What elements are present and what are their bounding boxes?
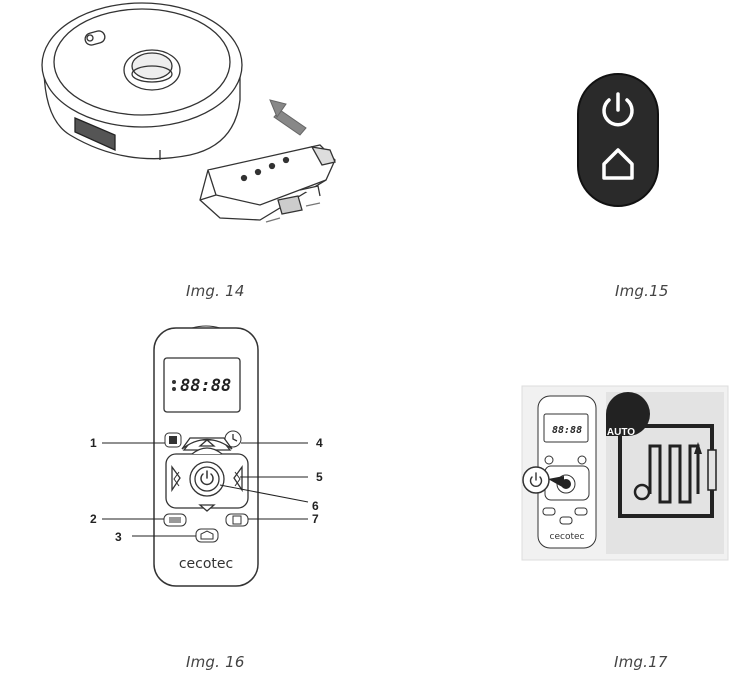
img15-button-panel <box>577 73 659 207</box>
img16-lcd-display: 88:88 <box>180 376 231 396</box>
power-icon <box>200 470 214 486</box>
img14-robot-dustbin-illustration <box>41 2 336 223</box>
clock-icon <box>232 434 238 442</box>
insert-arrow <box>269 99 307 136</box>
home-icon <box>602 148 634 180</box>
auto-badge: AUTO <box>607 427 635 438</box>
power-icon <box>529 472 543 487</box>
img15-caption: Img.15 <box>615 282 669 300</box>
img17-lcd-display: 88:88 <box>552 425 582 436</box>
callout-4: 4 <box>316 436 323 450</box>
power-icon <box>602 92 634 127</box>
callout-1: 1 <box>90 436 97 450</box>
home-icon <box>200 530 214 540</box>
callout-3: 3 <box>115 530 122 544</box>
img16-remote-control: 88:88 cecotec 1 4 5 6 2 <box>90 325 323 587</box>
callout-6: 6 <box>312 499 319 513</box>
img17-brand-logo: cecotec <box>550 532 585 542</box>
callout-7: 7 <box>312 512 319 526</box>
img17-caption: Img.17 <box>614 653 668 671</box>
img16-caption: Img. 16 <box>186 653 245 671</box>
callout-5: 5 <box>316 470 323 484</box>
spot-icon <box>232 515 242 525</box>
img16-brand-logo: cecotec <box>179 556 233 572</box>
callout-2: 2 <box>90 512 97 526</box>
spot-icon <box>169 436 177 444</box>
img14-caption: Img. 14 <box>186 282 245 300</box>
img17-auto-mode-illustration: 88:88 cecotec AUTO <box>521 385 729 561</box>
